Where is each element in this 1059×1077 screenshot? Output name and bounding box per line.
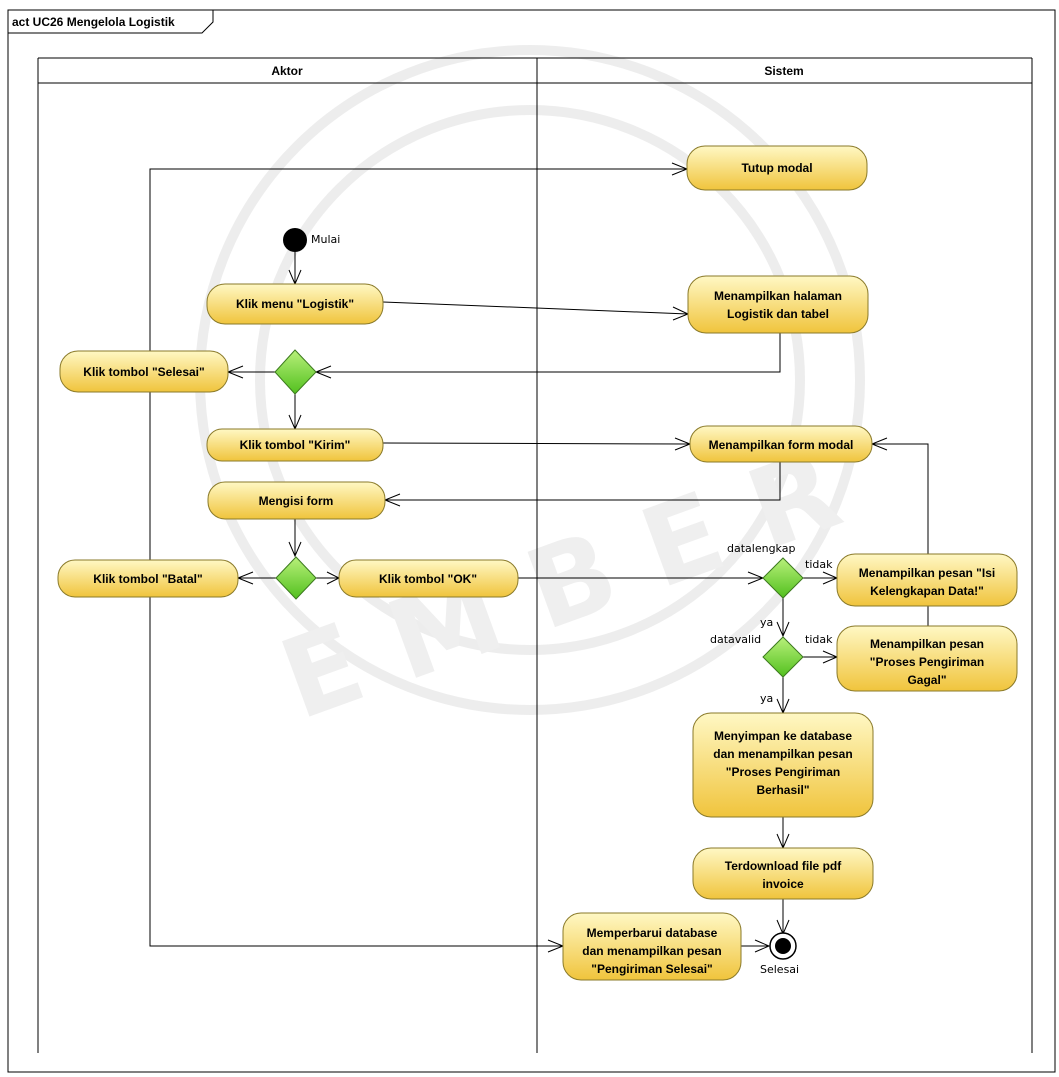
svg-text:Menampilkan halaman: Menampilkan halaman <box>714 289 842 303</box>
activity-menampilkan-halaman: Menampilkan halaman Logistik dan tabel <box>687 275 869 334</box>
svg-text:Tutup modal: Tutup modal <box>741 161 812 175</box>
guard-ya-1: ya <box>760 616 773 629</box>
svg-text:Klik tombol "OK": Klik tombol "OK" <box>379 572 477 586</box>
svg-text:Klik tombol "Kirim": Klik tombol "Kirim" <box>240 438 351 452</box>
activity-klik-tombol-selesai: Klik tombol "Selesai" <box>59 350 229 393</box>
lane-title-sistem: Sistem <box>764 64 803 78</box>
guard-tidak-2: tidak <box>805 633 833 646</box>
svg-text:Klik menu "Logistik": Klik menu "Logistik" <box>236 297 354 311</box>
svg-text:invoice: invoice <box>762 877 804 891</box>
guard-tidak-1: tidak <box>805 558 833 571</box>
svg-text:Gagal": Gagal" <box>907 673 946 687</box>
activity-klik-tombol-batal: Klik tombol "Batal" <box>57 559 239 598</box>
svg-text:Klik tombol "Batal": Klik tombol "Batal" <box>93 572 202 586</box>
activity-mengisi-form: Mengisi form <box>207 481 386 520</box>
svg-text:"Proses Pengiriman: "Proses Pengiriman <box>870 655 984 669</box>
swimlanes: Aktor Sistem <box>37 57 1033 1053</box>
activity-pesan-isi-kelengkapan: Menampilkan pesan "Isi Kelengkapan Data!… <box>836 553 1018 607</box>
svg-text:Menampilkan form modal: Menampilkan form modal <box>709 438 854 452</box>
initial-node <box>283 228 307 252</box>
lane-title-aktor: Aktor <box>271 64 303 78</box>
svg-text:Menyimpan ke database: Menyimpan ke database <box>714 729 852 743</box>
decision-node-2 <box>275 556 317 600</box>
activity-menampilkan-form-modal: Menampilkan form modal <box>689 425 873 463</box>
activity-tutup-modal: Tutup modal <box>686 145 868 191</box>
activity-terdownload-invoice: Terdownload file pdf invoice <box>692 847 874 900</box>
svg-text:dan menampilkan pesan: dan menampilkan pesan <box>713 747 852 761</box>
svg-text:Terdownload file pdf: Terdownload file pdf <box>725 859 842 873</box>
diagram-frame <box>7 9 1056 1073</box>
svg-text:Kelengkapan Data!": Kelengkapan Data!" <box>870 584 984 598</box>
activity-pesan-gagal: Menampilkan pesan "Proses Pengiriman Gag… <box>836 625 1018 692</box>
svg-text:Mengisi form: Mengisi form <box>259 494 334 508</box>
svg-text:dan menampilkan pesan: dan menampilkan pesan <box>582 944 721 958</box>
final-node <box>769 932 797 960</box>
decision-datavalid <box>762 636 804 678</box>
activity-klik-tombol-kirim: Klik tombol "Kirim" <box>206 428 384 462</box>
activity-klik-tombol-ok: Klik tombol "OK" <box>338 559 519 598</box>
frame-title: act UC26 Mengelola Logistik <box>12 15 175 29</box>
svg-text:Menampilkan pesan: Menampilkan pesan <box>870 637 984 651</box>
svg-text:Logistik dan tabel: Logistik dan tabel <box>727 307 829 321</box>
frame-title-tab <box>7 9 214 34</box>
guard-datavalid: datavalid <box>710 633 761 646</box>
svg-text:"Proses Pengiriman: "Proses Pengiriman <box>726 765 840 779</box>
guard-datalengkap: datalengkap <box>727 542 795 555</box>
start-label: Mulai <box>311 233 340 246</box>
guard-ya-2: ya <box>760 692 773 705</box>
svg-text:Memperbarui database: Memperbarui database <box>587 926 718 940</box>
svg-text:Berhasil": Berhasil" <box>756 783 809 797</box>
activity-klik-menu-logistik: Klik menu "Logistik" <box>206 283 384 325</box>
svg-text:Menampilkan pesan "Isi: Menampilkan pesan "Isi <box>859 566 995 580</box>
activity-memperbarui-database: Memperbarui database dan menampilkan pes… <box>562 912 742 981</box>
activity-menyimpan-database: Menyimpan ke database dan menampilkan pe… <box>692 712 874 818</box>
end-label: Selesai <box>760 963 799 976</box>
svg-text:"Pengiriman Selesai": "Pengiriman Selesai" <box>591 962 712 976</box>
decision-node-1 <box>274 349 317 395</box>
svg-text:Klik tombol "Selesai": Klik tombol "Selesai" <box>83 365 204 379</box>
decision-datalengkap <box>762 557 804 599</box>
